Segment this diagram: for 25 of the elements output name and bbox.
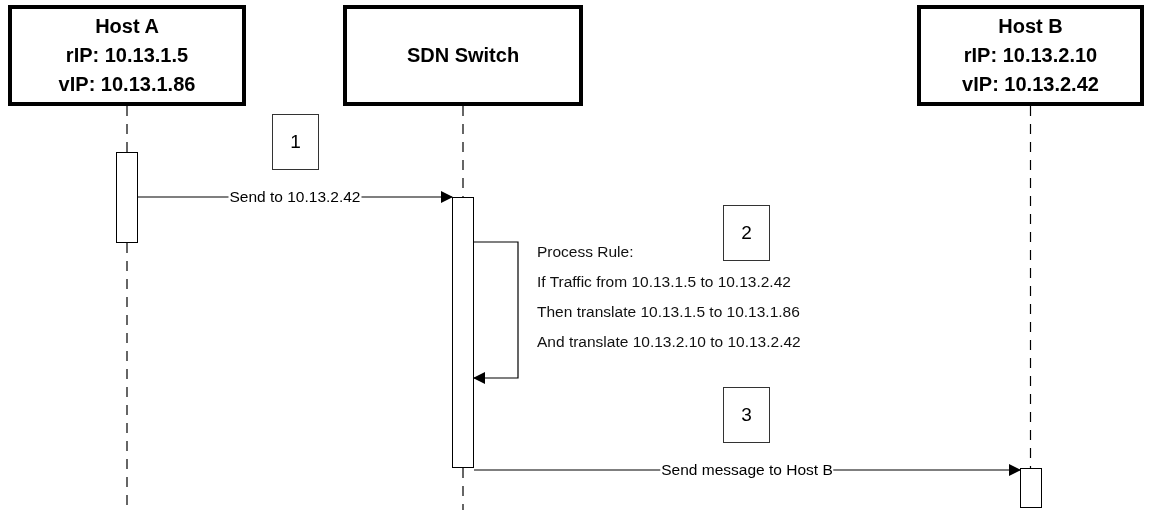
ip-address-text: rIP: 10.13.1.5 [65,43,189,68]
activation-bar [452,197,474,468]
rule-text: Process Rule: [537,243,634,261]
lifeline-header-box [343,5,583,106]
ip-address-text: rIP: 10.13.2.10 [963,43,1098,68]
rule-text: And translate 10.13.2.10 to 10.13.2.42 [537,333,801,351]
lifeline [126,105,128,153]
rule-text: If Traffic from 10.13.1.5 to 10.13.2.42 [537,273,791,291]
step-number: 1 [272,114,319,170]
ip-address-text: vIP: 10.13.2.42 [962,72,1099,97]
step-number: 2 [723,205,770,261]
lifeline [462,467,464,510]
ip-address-text: vIP: 10.13.1.86 [58,72,196,97]
activation-bar [116,152,138,243]
host-name: Host A [95,14,159,39]
host-name: Host B [998,14,1063,39]
rule-text: Then translate 10.13.1.5 to 10.13.1.86 [537,303,800,321]
activation-bar [1020,468,1042,508]
host-name: SDN Switch [406,43,520,68]
self-message-arrow [473,241,519,384]
lifeline [1029,105,1032,469]
lifeline-header-box [917,5,1144,106]
lifeline-header-box [8,5,246,106]
step-number: 3 [723,387,770,443]
edge-label: Send message to Host B [660,461,834,479]
